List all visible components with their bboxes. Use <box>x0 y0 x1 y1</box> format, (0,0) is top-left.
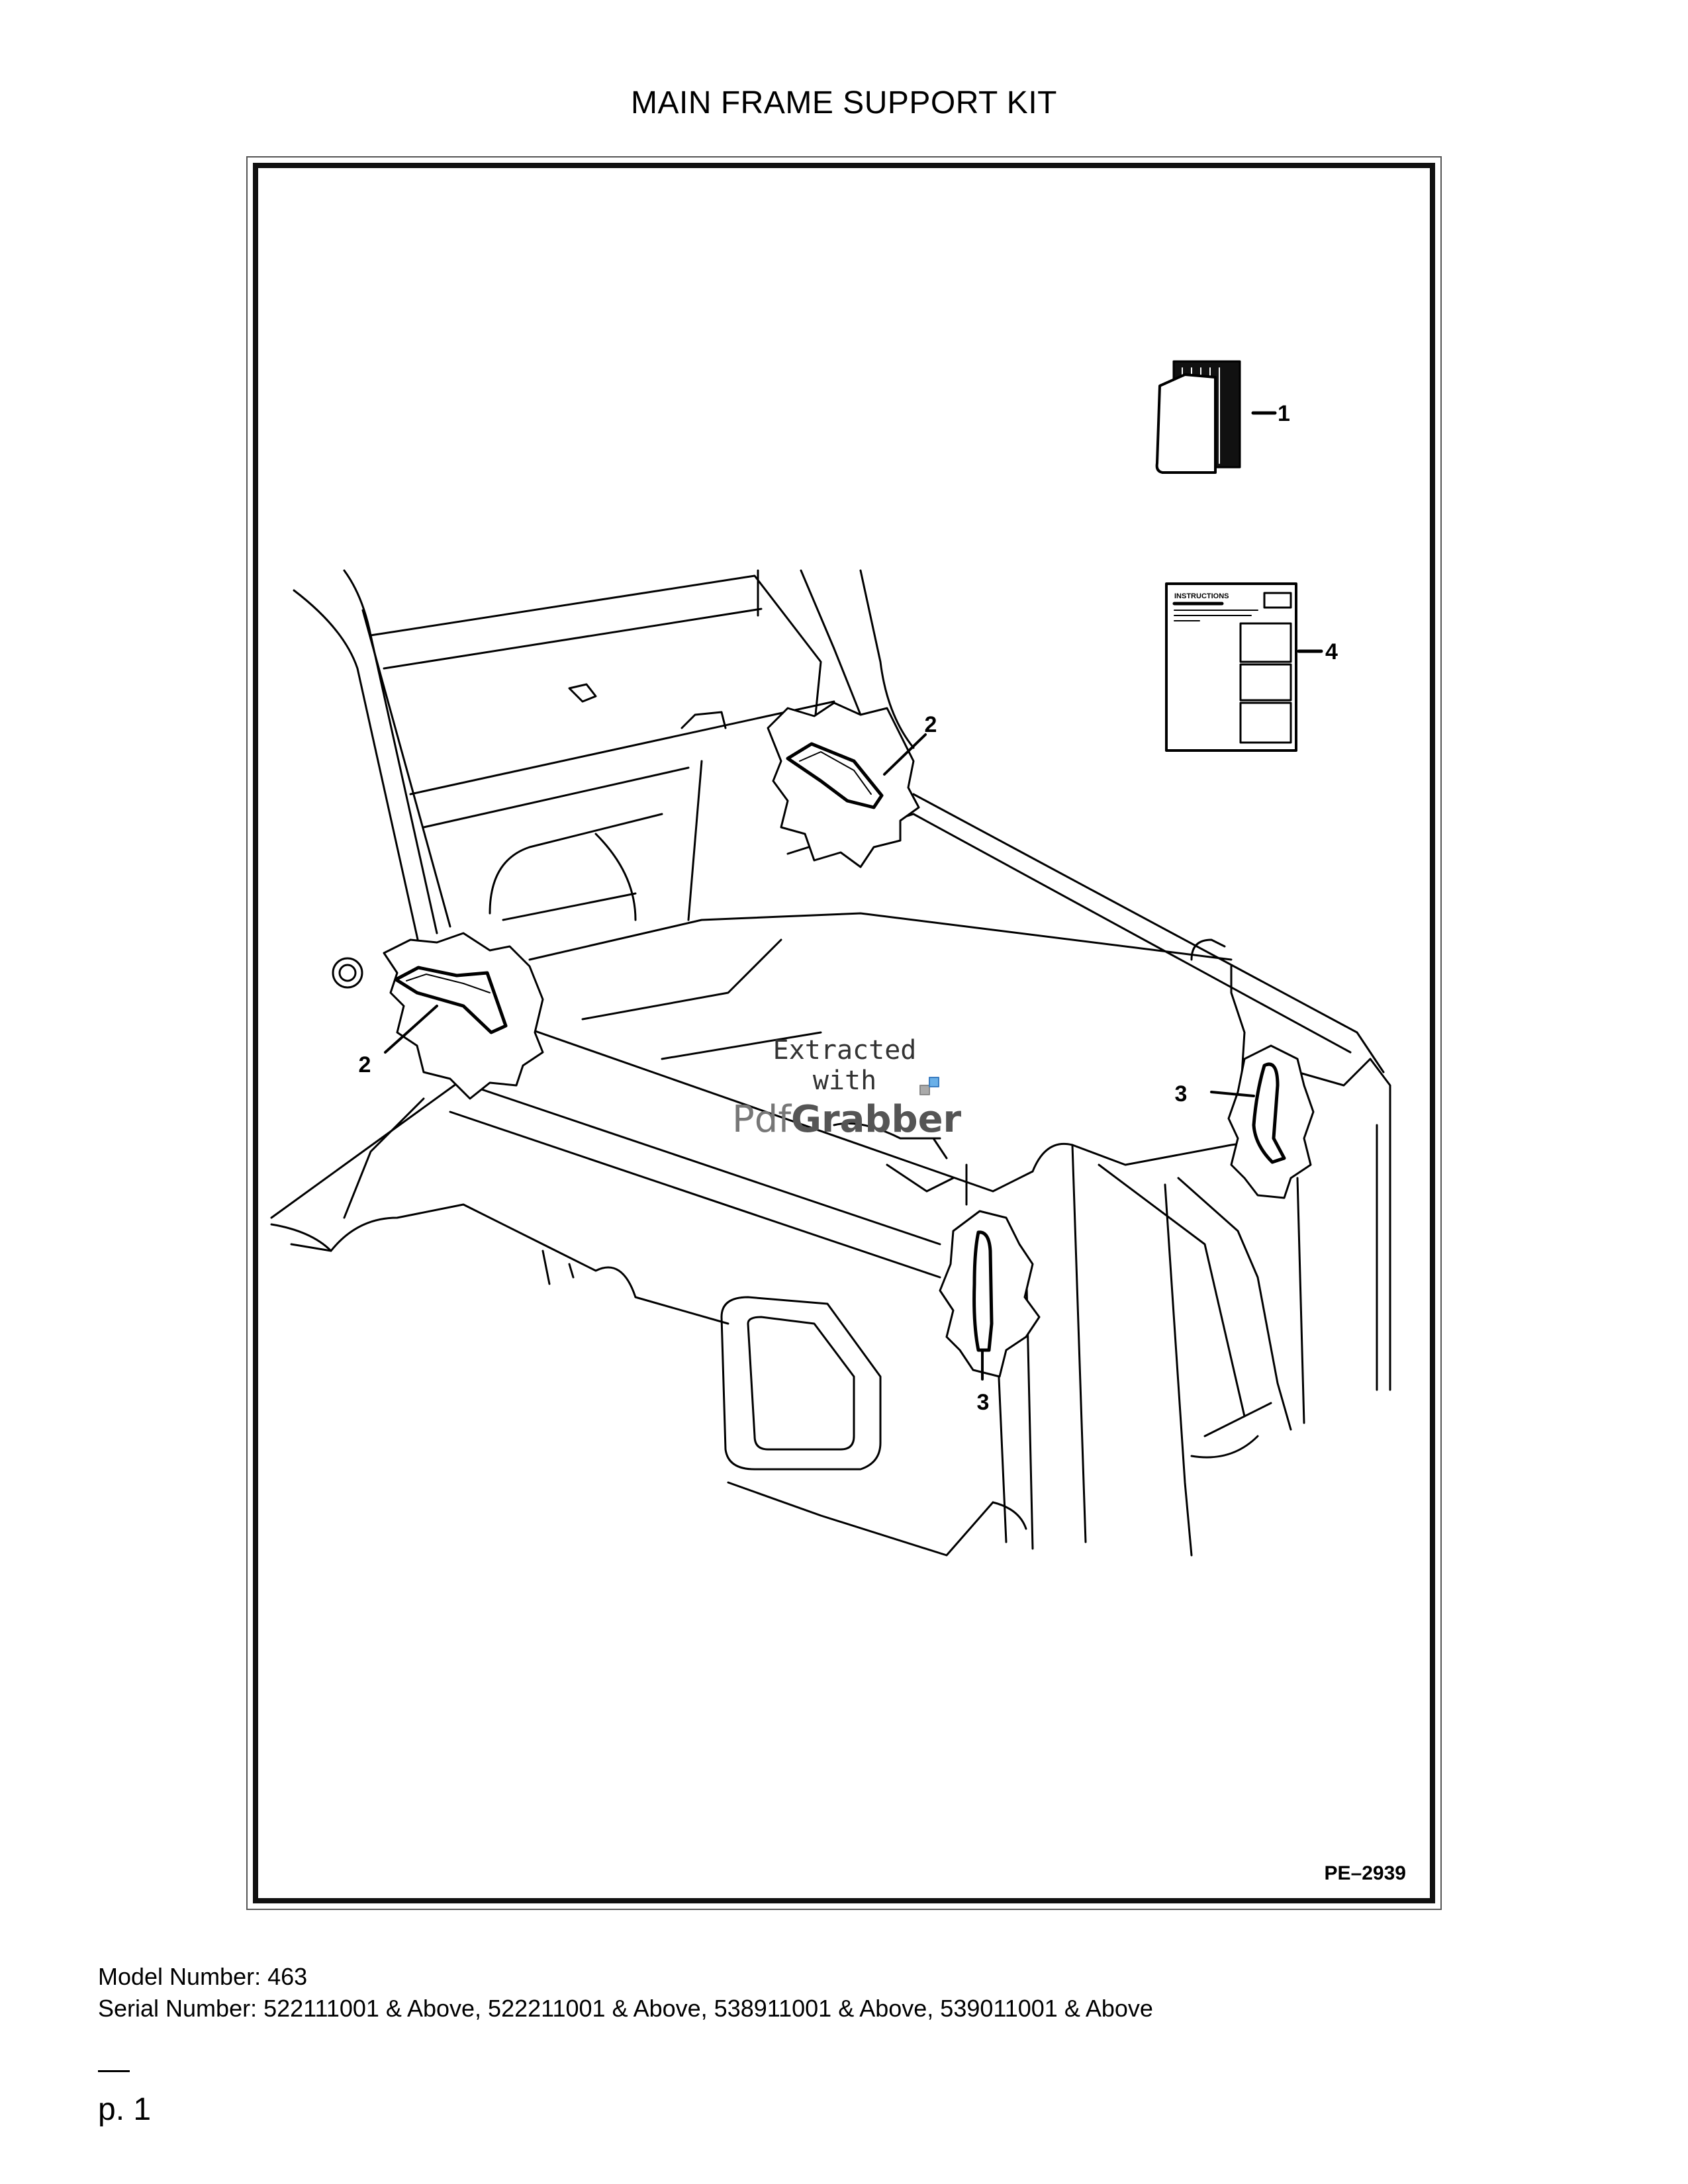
watermark-line1: Extracted <box>773 1035 917 1066</box>
watermark-logo-icon <box>919 1077 939 1095</box>
callout-1: 1 <box>1278 401 1290 426</box>
watermark-line2: with <box>813 1066 876 1096</box>
support-plate-item-2-lower <box>383 932 544 1100</box>
callout-3-lower: 3 <box>977 1390 990 1415</box>
watermark-brand-light: Pdf <box>732 1098 792 1141</box>
instructions-label: INSTRUCTIONS <box>1174 592 1229 600</box>
serial-number: Serial Number: 522111001 & Above, 522211… <box>98 1995 1153 2022</box>
watermark: Extracted with PdfGrabber <box>732 1035 962 1141</box>
callout-4: 4 <box>1325 639 1338 664</box>
watermark-brand: PdfGrabber <box>732 1098 962 1141</box>
callout-2-lower: 2 <box>359 1052 371 1077</box>
drawing-number: PE–2939 <box>1325 1862 1406 1884</box>
model-number: Model Number: 463 <box>98 1963 308 1990</box>
footer-rule <box>98 2070 130 2072</box>
drawing-frame-outer <box>246 156 1442 1910</box>
drawing-frame <box>253 163 1435 1903</box>
parts-bag-item-1 <box>1155 360 1277 474</box>
callout-2-upper: 2 <box>925 712 937 737</box>
callout-3-right: 3 <box>1175 1081 1188 1107</box>
page-number: p. 1 <box>98 2092 152 2127</box>
page-title: MAIN FRAME SUPPORT KIT <box>631 85 1057 120</box>
support-plate-item-2-upper <box>767 702 927 868</box>
support-plate-item-3-lower <box>939 1210 1041 1381</box>
instructions-sheet-item-4 <box>1165 582 1323 752</box>
watermark-brand-bold: Grabber <box>791 1098 962 1141</box>
support-plate-item-3-right <box>1210 1044 1315 1199</box>
